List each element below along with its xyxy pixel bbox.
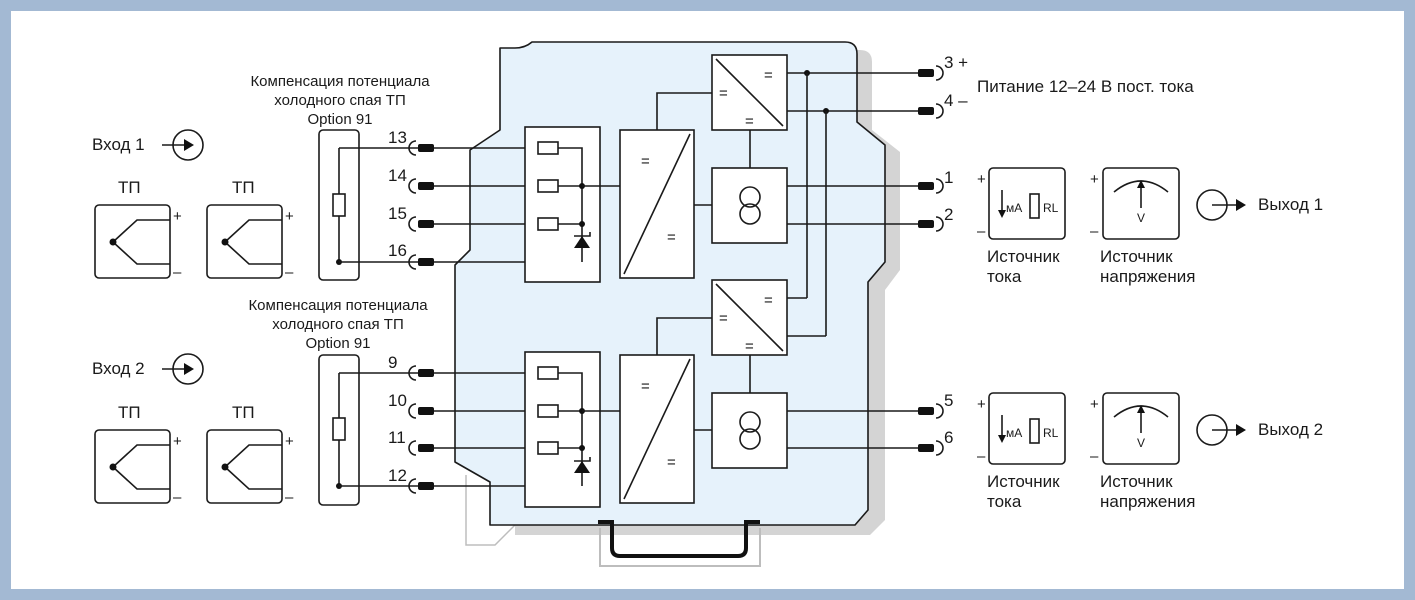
svg-text:V: V — [1137, 211, 1145, 225]
svg-text:=: = — [719, 310, 728, 327]
current-source-2 — [988, 392, 1066, 465]
terminal-14: 14 — [388, 166, 407, 185]
current-source-1 — [988, 167, 1066, 240]
channel-1: Вход 1 ТП + – ТП + – Компенсация потенци… — [92, 54, 918, 336]
comp-2-title-1: Компенсация потенциала — [248, 297, 428, 314]
svg-text:=: = — [764, 67, 773, 84]
comp-1-title-2: холодного спая ТП — [274, 92, 406, 109]
svg-text:+: + — [977, 396, 986, 413]
output-1-label: Выход 1 — [1258, 195, 1323, 214]
svg-text:–: – — [1090, 223, 1099, 240]
channel-2: Вход 2 ТП + – ТП + – Компенсация потенци… — [92, 279, 918, 508]
output-1-terminals: 1 2 — [918, 168, 953, 232]
svg-text:+: + — [285, 433, 294, 450]
terminal-10: 10 — [388, 391, 407, 410]
comp-2-title-3: Option 91 — [305, 335, 370, 352]
power-terminals: 3 + 4 – Питание 12–24 В пост. тока — [918, 53, 1194, 119]
tp-2a-label: ТП — [118, 403, 141, 422]
input-2-label: Вход 2 — [92, 359, 145, 378]
svg-text:+: + — [1090, 396, 1099, 413]
input-1-arrow-icon — [172, 129, 204, 161]
din-rail — [598, 520, 760, 558]
svg-text:–: – — [1090, 448, 1099, 465]
tp-1b-label: ТП — [232, 178, 255, 197]
thermocouple-2a — [94, 429, 171, 504]
output-2-label: Выход 2 — [1258, 420, 1323, 439]
svg-text:=: = — [745, 113, 754, 130]
input-network-2 — [524, 351, 601, 508]
current-output-stage-2 — [711, 392, 788, 469]
svg-text:–: – — [285, 489, 294, 506]
terminal-6: 6 — [944, 428, 953, 447]
svg-text:=: = — [641, 378, 650, 395]
svg-text:V: V — [1137, 436, 1145, 450]
voltage-source-2-label-2: напряжения — [1100, 492, 1195, 511]
svg-text:–: – — [285, 264, 294, 281]
thermocouple-2b — [206, 429, 283, 504]
output-2-devices: + – мА RL Источник тока + – V Источник н… — [977, 392, 1323, 511]
thermocouple-1a — [94, 204, 171, 279]
svg-text:+: + — [173, 208, 182, 225]
tp-2b-label: ТП — [232, 403, 255, 422]
svg-text:мА: мА — [1006, 201, 1022, 215]
input-1-label: Вход 1 — [92, 135, 145, 154]
output-1-devices: + – мА RL Источник тока + – V Источник н… — [977, 167, 1323, 286]
svg-text:+: + — [173, 433, 182, 450]
current-output-stage-1 — [711, 167, 788, 244]
din-foot-left — [465, 475, 521, 546]
svg-text:–: – — [173, 264, 182, 281]
terminal-12: 12 — [388, 466, 407, 485]
current-source-2-label-1: Источник — [987, 472, 1060, 491]
svg-text:=: = — [667, 454, 676, 471]
svg-text:=: = — [745, 338, 754, 355]
terminal-11: 11 — [388, 428, 406, 447]
svg-text:+: + — [977, 171, 986, 188]
svg-text:=: = — [764, 292, 773, 309]
input-network-1 — [524, 126, 601, 283]
terminal-1: 1 — [944, 168, 953, 187]
voltage-source-1-label-2: напряжения — [1100, 267, 1195, 286]
power-label: Питание 12–24 В пост. тока — [977, 77, 1194, 96]
current-source-2-label-2: тока — [987, 492, 1022, 511]
current-source-1-label-1: Источник — [987, 247, 1060, 266]
terminal-13: 13 — [388, 128, 407, 147]
svg-text:RL: RL — [1043, 426, 1059, 440]
input-2-arrow-icon — [172, 353, 204, 385]
terminal-4: 4 – — [944, 91, 968, 110]
svg-text:=: = — [667, 229, 676, 246]
terminal-9: 9 — [388, 353, 397, 372]
thermocouple-1b — [206, 204, 283, 279]
output-2-terminals: 5 6 — [918, 391, 953, 456]
svg-text:=: = — [641, 153, 650, 170]
comp-2-title-2: холодного спая ТП — [272, 316, 404, 333]
svg-text:RL: RL — [1043, 201, 1059, 215]
voltage-source-1-label-1: Источник — [1100, 247, 1173, 266]
svg-text:–: – — [173, 489, 182, 506]
terminal-5: 5 — [944, 391, 953, 410]
tp-1a-label: ТП — [118, 178, 141, 197]
comp-1-title-3: Option 91 — [307, 111, 372, 128]
terminal-3: 3 + — [944, 53, 968, 72]
terminal-15: 15 — [388, 204, 407, 223]
svg-text:=: = — [719, 85, 728, 102]
din-rail-shadow — [599, 528, 761, 567]
svg-text:–: – — [977, 223, 986, 240]
comp-1-title-1: Компенсация потенциала — [250, 73, 430, 90]
voltage-source-2-label-1: Источник — [1100, 472, 1173, 491]
terminal-16: 16 — [388, 241, 407, 260]
current-source-1-label-2: тока — [987, 267, 1022, 286]
terminal-2: 2 — [944, 205, 953, 224]
svg-text:мА: мА — [1006, 426, 1022, 440]
svg-text:+: + — [1090, 171, 1099, 188]
svg-text:–: – — [977, 448, 986, 465]
svg-text:+: + — [285, 208, 294, 225]
